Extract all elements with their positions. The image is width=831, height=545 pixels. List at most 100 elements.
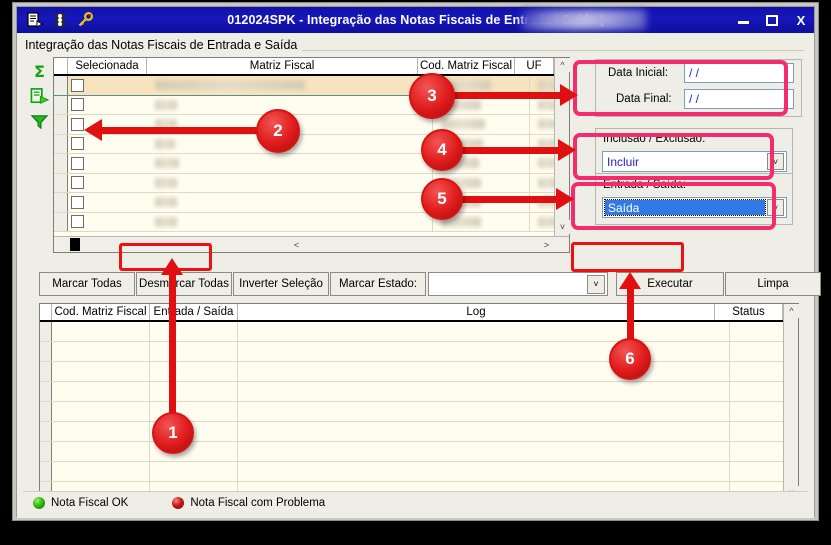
list-item[interactable] [40, 402, 798, 422]
data-final-input[interactable]: / / [684, 89, 794, 109]
row-checkbox[interactable] [71, 195, 84, 209]
inverter-selecao-button[interactable]: Inverter Seleção [233, 272, 329, 296]
report-icon[interactable] [27, 12, 43, 28]
log-grid-vertical-scrollbar[interactable]: ^ ˅ [783, 304, 799, 502]
row-checkbox[interactable] [71, 137, 84, 151]
cell-log [238, 462, 730, 481]
column-header-status[interactable]: Status [715, 304, 783, 320]
row-indicator [40, 402, 52, 421]
column-header-cod-matriz-fiscal[interactable]: Cod. Matriz Fiscal [418, 58, 515, 74]
matriz-fiscal-grid[interactable]: Selecionada Matriz Fiscal Cod. Matriz Fi… [53, 57, 570, 253]
desmarcar-todas-button[interactable]: Desmarcar Todas [136, 272, 232, 296]
cell-cod [52, 342, 150, 361]
chevron-down-icon[interactable]: ˅ [767, 153, 784, 170]
cell-cod-matriz-fiscal [433, 134, 530, 153]
chevron-down-icon[interactable]: ˅ [587, 274, 605, 294]
executar-button[interactable]: Executar [616, 272, 724, 296]
row-select-cell[interactable] [68, 96, 147, 115]
list-item[interactable] [40, 342, 798, 362]
row-checkbox[interactable] [71, 78, 84, 92]
filter-funnel-icon[interactable] [30, 112, 49, 131]
list-item[interactable] [40, 442, 798, 462]
traffic-light-icon[interactable] [52, 12, 68, 28]
row-checkbox[interactable] [71, 176, 84, 190]
cell-entrada-saida [150, 422, 238, 441]
list-item[interactable] [40, 362, 798, 382]
table-row[interactable] [54, 115, 569, 135]
status-problem-label: Nota Fiscal com Problema [190, 496, 326, 509]
scroll-up-icon[interactable]: ^ [784, 304, 799, 318]
cell-cod-matriz-fiscal [433, 76, 530, 95]
column-header-matriz-fiscal[interactable]: Matriz Fiscal [147, 58, 418, 74]
row-checkbox[interactable] [71, 215, 84, 229]
row-indicator [40, 422, 52, 441]
status-ok-label: Nota Fiscal OK [51, 496, 129, 509]
column-header-log-entrada-saida[interactable]: Entrada / Saída [150, 304, 238, 320]
table-row[interactable] [54, 134, 569, 154]
list-item[interactable] [40, 462, 798, 482]
row-select-cell[interactable] [68, 154, 147, 173]
minimize-icon[interactable] [737, 14, 750, 27]
inclusao-selected-value: Incluir [607, 154, 640, 169]
cell-cod [52, 362, 150, 381]
cell-cod [52, 442, 150, 461]
list-item[interactable] [40, 322, 798, 342]
maximize-icon[interactable] [766, 14, 778, 26]
cell-entrada-saida [150, 442, 238, 461]
row-select-cell[interactable] [68, 115, 147, 134]
table-row[interactable] [54, 173, 569, 193]
table-row[interactable] [54, 212, 569, 232]
hscroll-thumb[interactable] [70, 238, 80, 251]
key-icon[interactable] [77, 12, 93, 28]
cell-cod-matriz-fiscal [433, 115, 530, 134]
scroll-left-icon[interactable]: < [293, 239, 300, 250]
cell-entrada-saida [150, 342, 238, 361]
list-item[interactable] [40, 382, 798, 402]
close-icon[interactable]: X [796, 12, 806, 28]
scroll-right-icon[interactable]: > [543, 239, 550, 250]
column-header-log-cod-matriz-fiscal[interactable]: Cod. Matriz Fiscal [52, 304, 150, 320]
cell-matriz-fiscal [147, 76, 433, 95]
row-select-cell[interactable] [68, 174, 147, 193]
export-grid-icon[interactable] [30, 87, 49, 106]
table-row[interactable] [54, 76, 569, 96]
row-select-cell[interactable] [68, 135, 147, 154]
row-indicator [40, 342, 52, 361]
cell-log [238, 362, 730, 381]
data-inicial-input[interactable]: / / [684, 63, 794, 83]
matriz-grid-vertical-scrollbar[interactable]: ^ ˅ [554, 58, 570, 236]
column-header-log[interactable]: Log [238, 304, 715, 320]
table-row[interactable] [54, 95, 569, 115]
row-select-cell[interactable] [68, 213, 147, 232]
marcar-todas-button[interactable]: Marcar Todas [39, 272, 135, 296]
status-legend-ok: Nota Fiscal OK [33, 496, 129, 509]
table-row[interactable] [54, 154, 569, 174]
cell-log [238, 342, 730, 361]
log-grid-header: Cod. Matriz Fiscal Entrada / Saída Log S… [40, 304, 798, 322]
marcar-estado-label[interactable]: Marcar Estado: [330, 272, 426, 296]
column-header-selecionada[interactable]: Selecionada [68, 58, 147, 74]
limpa-button[interactable]: Limpa [725, 272, 821, 296]
row-checkbox[interactable] [71, 117, 84, 131]
row-checkbox[interactable] [71, 98, 84, 112]
row-indicator [54, 115, 68, 134]
row-select-cell[interactable] [68, 193, 147, 212]
list-item[interactable] [40, 422, 798, 442]
scroll-up-icon[interactable]: ^ [555, 58, 570, 72]
inclusao-select[interactable]: Incluir ˅ [602, 151, 787, 172]
row-select-cell[interactable] [68, 76, 147, 95]
column-header-uf[interactable]: UF [515, 58, 554, 74]
cell-cod-matriz-fiscal [433, 95, 530, 114]
row-checkbox[interactable] [71, 156, 84, 170]
log-grid[interactable]: Cod. Matriz Fiscal Entrada / Saída Log S… [39, 303, 799, 503]
red-status-dot-icon [172, 496, 185, 509]
marcar-estado-select[interactable]: ˅ [428, 272, 608, 296]
cell-entrada-saida [150, 402, 238, 421]
matriz-grid-horizontal-scrollbar[interactable]: < > [54, 236, 569, 252]
entrada-select[interactable]: Saída ˅ [602, 197, 787, 218]
scroll-down-icon[interactable]: ˅ [555, 220, 570, 234]
sum-sigma-icon[interactable]: Σ [30, 62, 49, 81]
table-row[interactable] [54, 193, 569, 213]
page-title: Integração das Notas Fiscais de Entrada … [25, 38, 303, 52]
chevron-down-icon[interactable]: ˅ [767, 199, 784, 216]
